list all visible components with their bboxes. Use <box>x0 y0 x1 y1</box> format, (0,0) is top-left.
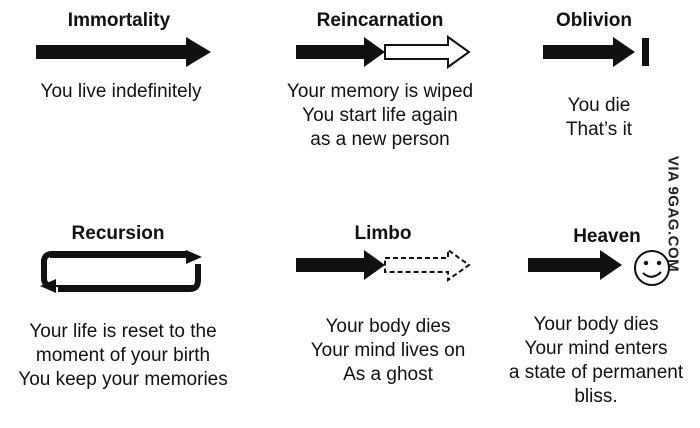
description-line: Your mind enters <box>524 338 668 359</box>
heaven-title: Heaven <box>573 226 641 247</box>
immortality-title: Immortality <box>67 10 171 31</box>
limbo-description: Your body dies Your mind lives on As a g… <box>311 315 466 387</box>
description-line: You live indefinitely <box>40 81 202 102</box>
heaven-arrow-icon <box>528 250 622 280</box>
description-line: You die <box>567 95 631 116</box>
description-line: You keep your memories <box>18 369 228 390</box>
description-line: Your body dies <box>533 314 659 335</box>
description-line: Your mind lives on <box>310 340 466 361</box>
description-line: You start life again <box>302 105 458 126</box>
description-line: Your life is reset to the <box>29 321 217 342</box>
oblivion-description: You die That’s it <box>566 94 632 142</box>
immortality-arrow-icon <box>36 37 211 67</box>
recursion-description: Your life is reset to the moment of your… <box>18 320 227 392</box>
description-line: bliss. <box>574 386 618 407</box>
limbo-title: Limbo <box>354 223 412 244</box>
description-line: That’s it <box>565 119 633 140</box>
immortality-description: You live indefinitely <box>41 80 202 104</box>
limbo-arrow-icon <box>296 248 471 282</box>
description-line: As a ghost <box>343 364 433 385</box>
reincarnation-arrow-icon <box>296 35 471 69</box>
heaven-description: Your body dies Your mind enters a state … <box>509 313 683 409</box>
reincarnation-title: Reincarnation <box>316 10 444 31</box>
description-line: Your body dies <box>325 316 451 337</box>
reincarnation-description: Your memory is wiped You start life agai… <box>287 80 473 152</box>
watermark: VIA 9GAG.COM <box>664 155 682 273</box>
smiley-icon <box>634 250 670 286</box>
description-line: Your memory is wiped <box>286 81 474 102</box>
recursion-loop-icon <box>40 250 202 293</box>
oblivion-arrow-icon <box>543 37 649 67</box>
oblivion-title: Oblivion <box>556 10 632 31</box>
description-line: a state of permanent <box>508 362 684 383</box>
recursion-title: Recursion <box>71 223 165 244</box>
description-line: as a new person <box>310 129 450 150</box>
description-line: moment of your birth <box>35 345 211 366</box>
